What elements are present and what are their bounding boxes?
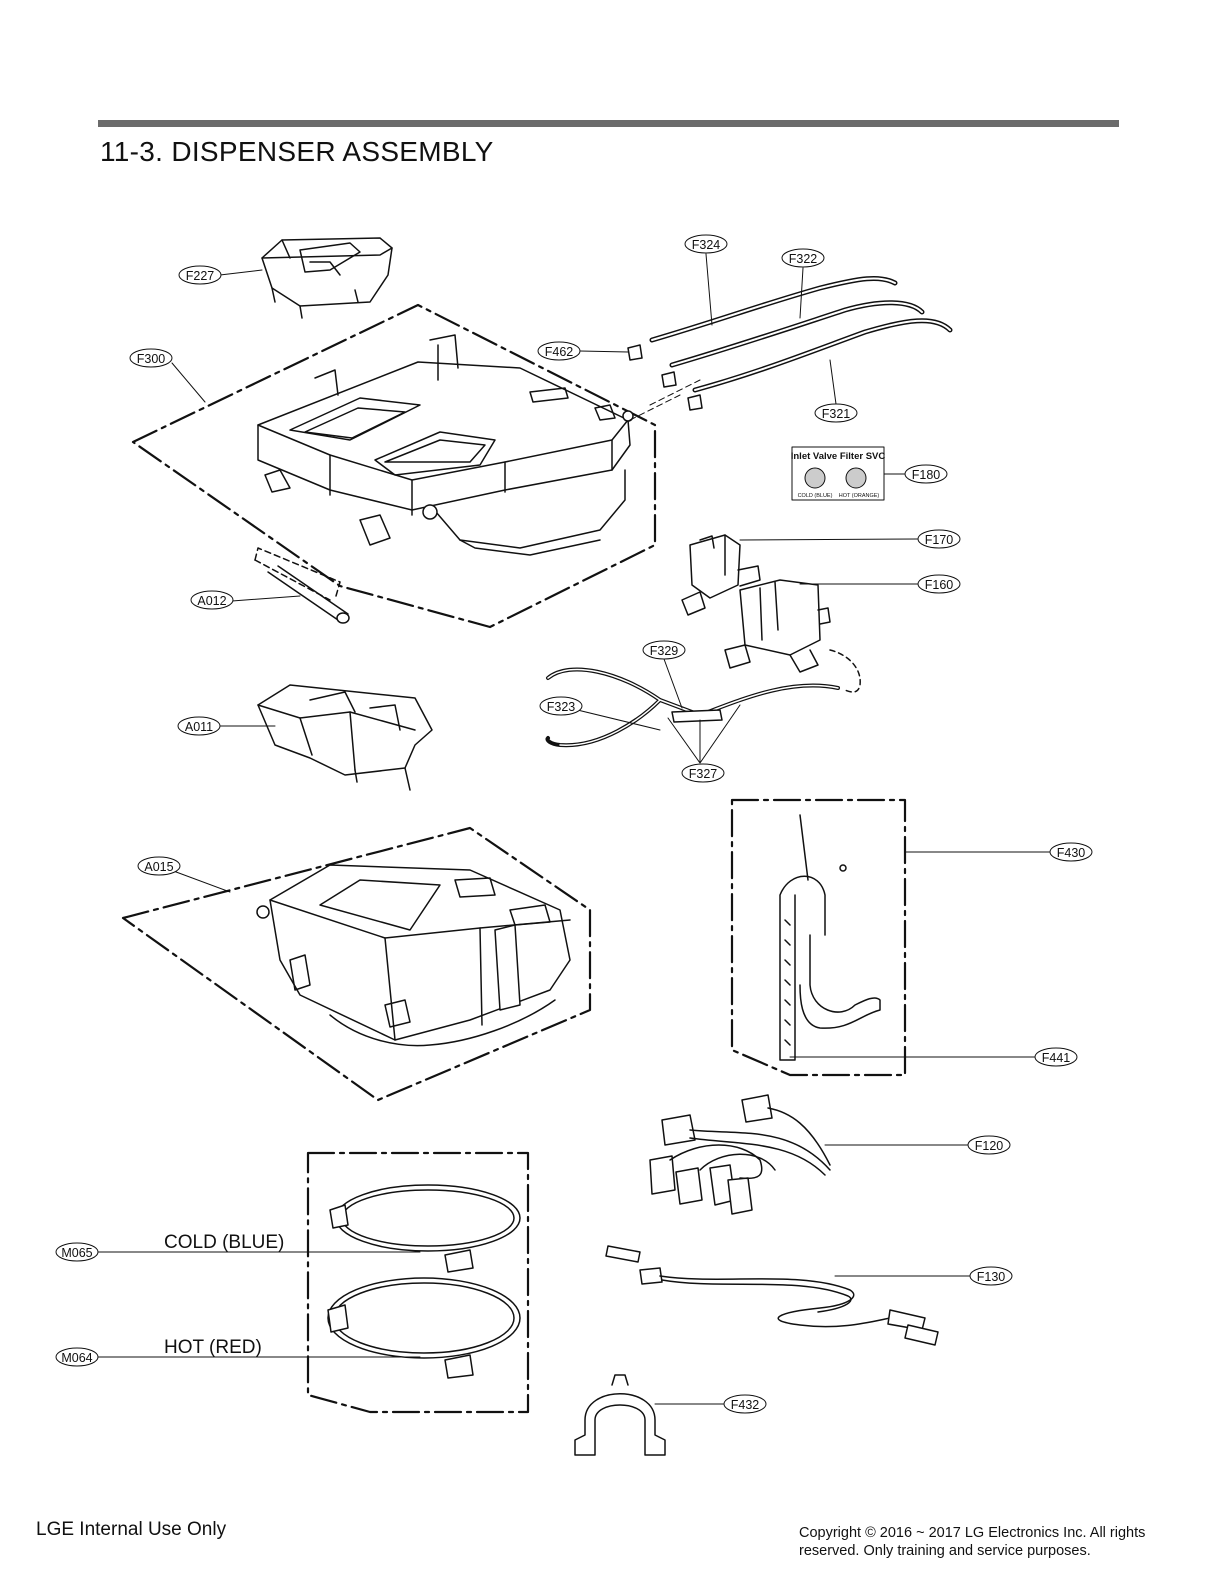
callout-f130: F130 [969, 1266, 1013, 1286]
svg-text:F180: F180 [912, 468, 941, 482]
filter-title: Inlet Valve Filter SVC [791, 451, 886, 462]
part-a015-housing [256, 864, 571, 1047]
callout-m064: M064 [55, 1347, 99, 1367]
svg-text:A012: A012 [197, 594, 226, 608]
part-f462-clamps [627, 344, 703, 421]
part-f329-connector [671, 709, 723, 723]
svg-text:F432: F432 [731, 1398, 760, 1412]
footer-copyright: Copyright © 2016 ~ 2017 LG Electronics I… [799, 1525, 1146, 1559]
callout-f170: F170 [917, 529, 961, 549]
part-m064-hot-hose [327, 1277, 521, 1379]
part-f321-hose-inner [694, 319, 951, 391]
svg-text:F323: F323 [547, 700, 576, 714]
callout-f120: F120 [967, 1135, 1011, 1155]
part-f323-hose-inner [547, 668, 839, 746]
part-a012-tube [254, 547, 350, 624]
callout-f324: F324 [684, 234, 728, 254]
svg-text:F327: F327 [689, 767, 718, 781]
svg-text:F322: F322 [789, 252, 818, 266]
part-f130-wire [605, 1245, 939, 1346]
part-f300-dispenser-housing [257, 334, 634, 556]
svg-text:F329: F329 [650, 644, 679, 658]
callout-f432: F432 [723, 1394, 767, 1414]
callout-f462: F462 [537, 341, 581, 361]
part-f324-hose [649, 276, 898, 343]
callout-f430: F430 [1049, 842, 1093, 862]
svg-text:F227: F227 [186, 269, 215, 283]
callout-f180: F180 [904, 464, 948, 484]
filter-hot-label: HOT (ORANGE) [839, 493, 880, 499]
callout-f300: F300 [129, 348, 173, 368]
svg-text:F324: F324 [692, 238, 721, 252]
part-f300-boundary [131, 303, 657, 629]
callout-f227: F227 [178, 265, 222, 285]
callout-f321: F321 [814, 403, 858, 423]
callout-f327: F327 [681, 763, 725, 783]
callout-f160: F160 [917, 574, 961, 594]
svg-text:F462: F462 [545, 345, 574, 359]
svg-text:A015: A015 [144, 860, 173, 874]
part-f430-boundary [730, 798, 907, 1077]
part-m065-cold-hose [329, 1184, 521, 1273]
callout-f441: F441 [1034, 1047, 1078, 1067]
part-f227-tray [261, 237, 393, 319]
page-title: 11-3. DISPENSER ASSEMBLY [100, 136, 494, 167]
label-hot-red: HOT (RED) [164, 1337, 262, 1358]
callout-f329: F329 [642, 640, 686, 660]
part-f180-filter-label [791, 446, 885, 501]
filter-cold-label: COLD (BLUE) [798, 493, 833, 499]
part-f120-harness [649, 1094, 831, 1215]
part-inlet-hoses-boundary [306, 1151, 530, 1414]
callout-a012: A012 [190, 590, 234, 610]
callout-a011: A011 [177, 716, 221, 736]
svg-text:F300: F300 [137, 352, 166, 366]
svg-text:F170: F170 [925, 533, 954, 547]
svg-text:F120: F120 [975, 1139, 1004, 1153]
part-f323-hose [545, 667, 840, 748]
svg-text:M065: M065 [61, 1246, 92, 1260]
part-f432-clip [574, 1374, 666, 1456]
part-a015-boundary [121, 826, 592, 1102]
title-rule [98, 120, 1119, 127]
svg-text:M064: M064 [61, 1351, 92, 1365]
leader-lines [97, 253, 1051, 1405]
svg-text:F441: F441 [1042, 1051, 1071, 1065]
label-cold-blue: COLD (BLUE) [164, 1232, 284, 1253]
svg-text:F430: F430 [1057, 846, 1086, 860]
svg-text:F130: F130 [977, 1270, 1006, 1284]
svg-text:F321: F321 [822, 407, 851, 421]
svg-text:F160: F160 [925, 578, 954, 592]
svg-text:A011: A011 [185, 720, 213, 734]
callout-f323: F323 [539, 696, 583, 716]
callout-f322: F322 [781, 248, 825, 268]
callout-m065: M065 [55, 1242, 99, 1262]
part-f170-valve [681, 534, 761, 616]
part-f160-valve [724, 579, 861, 693]
footer-internal-use: LGE Internal Use Only [36, 1519, 227, 1540]
part-a011-tray [257, 684, 433, 791]
callout-a015: A015 [137, 856, 181, 876]
part-f322-hose-inner [671, 301, 923, 366]
part-f430-drain-hose [779, 814, 881, 1061]
